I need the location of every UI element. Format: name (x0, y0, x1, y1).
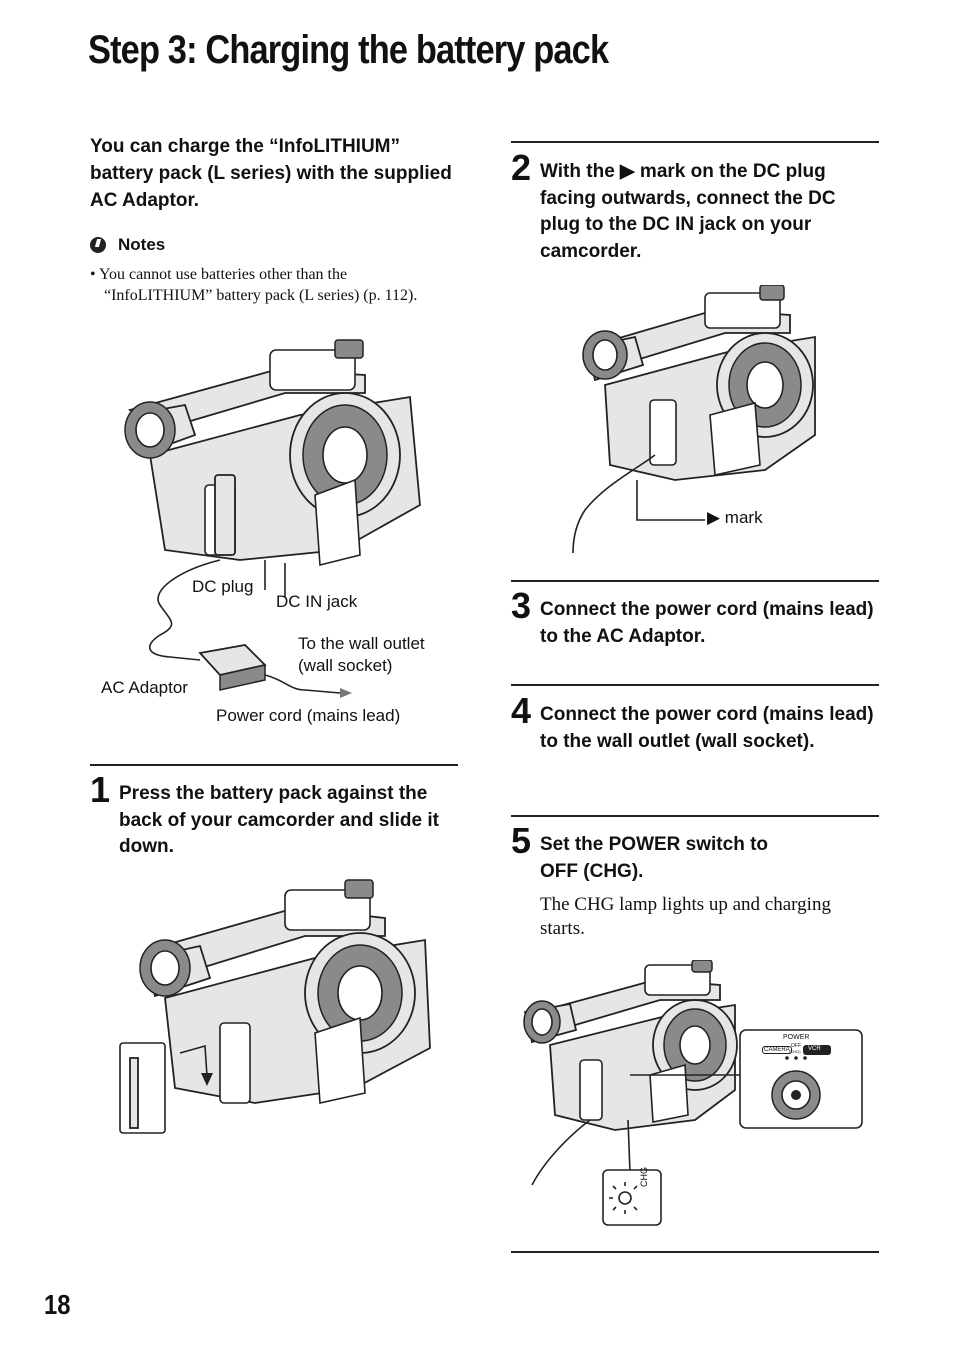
wall-outlet-label-line2: (wall socket) (298, 656, 393, 675)
chg-small-label: (CHG) (789, 1049, 801, 1054)
dc-plug-connect-illustration (572, 285, 816, 554)
camcorder-adaptor-illustration (124, 339, 421, 698)
dc-plug-label: DC plug (192, 577, 254, 596)
chg-lamp-label: CHG (639, 1167, 649, 1187)
step-3-text: Connect the power cord (mains lead) to t… (540, 599, 874, 647)
battery-insert-illustration (119, 879, 431, 1134)
step-divider (511, 580, 879, 582)
camera-label: CAMERA (762, 1046, 792, 1054)
step-divider (511, 141, 879, 143)
step-2-text: With the ▶ mark on the DC plug facing ou… (540, 161, 836, 262)
step-5-number: 5 (511, 820, 532, 861)
step-divider (511, 684, 879, 686)
intro-text: You can charge the “InfoLITHIUM” battery… (90, 136, 452, 211)
note-item: • You cannot use batteries other than th… (90, 266, 418, 304)
step-1-text: Press the battery pack against the back … (119, 783, 439, 857)
step-5-body: The CHG lamp lights up and charging star… (540, 894, 831, 939)
power-label: POWER (783, 1034, 810, 1041)
notes-icon (90, 237, 106, 253)
notes-heading: Notes (90, 235, 165, 255)
page-number: 18 (44, 1289, 71, 1320)
page-title: Step 3: Charging the battery pack (88, 28, 609, 72)
step-2-number: 2 (511, 147, 532, 188)
step-3-number: 3 (511, 585, 532, 626)
ac-adaptor-label: AC Adaptor (101, 678, 188, 697)
power-switch-illustration (523, 960, 863, 1226)
power-cord-label: Power cord (mains lead) (216, 706, 401, 725)
step-4-number: 4 (511, 690, 532, 731)
notes-heading-label: Notes (118, 235, 166, 254)
vcr-label: VCR (808, 1046, 821, 1052)
step-4-text: Connect the power cord (mains lead) to t… (540, 704, 874, 752)
wall-outlet-label-line1: To the wall outlet (298, 634, 425, 653)
mark-label: ▶ mark (707, 508, 763, 527)
bottom-divider (511, 1251, 879, 1253)
step-1-number: 1 (90, 769, 111, 810)
step-divider (511, 815, 879, 817)
step-5-text: Set the POWER switch to OFF (CHG). (540, 834, 769, 882)
step-divider (90, 764, 458, 766)
dc-in-jack-label: DC IN jack (276, 592, 358, 611)
off-label: OFF (791, 1043, 801, 1049)
